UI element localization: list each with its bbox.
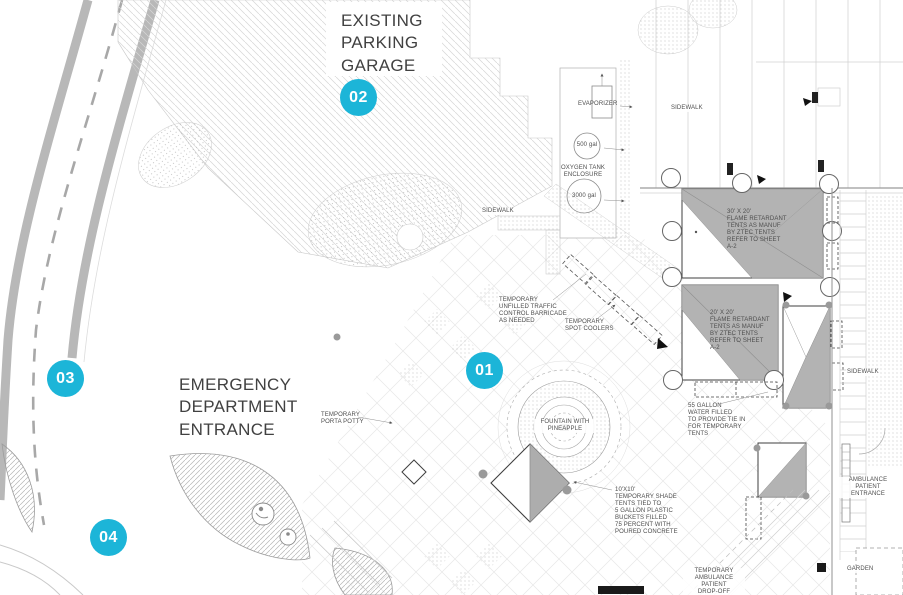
label-sidewalk-top: SIDEWALK (670, 105, 704, 113)
small-diamond-marker (401, 459, 427, 485)
label-tent-20x20: 20' X 20' FLAME RETARDANT TENTS AS MANUF… (710, 310, 770, 352)
label-evaporizer: EVAPORIZER (578, 101, 618, 107)
label-spot-coolers: TEMPORARY SPOT COOLERS (565, 319, 614, 333)
tent-20x20 (681, 284, 779, 381)
plaza-stippled-pavers (398, 283, 528, 595)
shade-tent-diamond (490, 443, 570, 523)
label-porta-potty: TEMPORARY PORTA POTTY (321, 412, 364, 426)
tent-small (757, 442, 807, 498)
label-sidewalk-right: SIDEWALK (846, 369, 880, 377)
badge-03: 03 (47, 360, 84, 397)
label-3000-gal: 3000 gal (572, 193, 596, 199)
building-top-right (637, 0, 903, 194)
label-oxygen-tank-enclosure: OXYGEN TANK ENCLOSURE (560, 165, 606, 179)
label-55-gallon: 55 GALLON WATER FILLED TO PROVIDE TIE IN… (688, 403, 746, 438)
label-ambulance-entrance: AMBULANCE PATIENT ENTRANCE (837, 477, 899, 499)
bollard-icon (279, 528, 297, 546)
label-traffic-barricade: TEMPORARY UNFILLED TRAFFIC CONTROL BARRI… (499, 297, 567, 325)
tent-right (782, 305, 831, 409)
label-500-gal: 500 gal (576, 142, 598, 148)
walkway-lines (309, 520, 393, 593)
accessibility-icon (251, 502, 275, 526)
water-drums (661, 168, 842, 390)
walkway-bands (497, 183, 681, 349)
leader-lines (357, 105, 769, 491)
parking-garage-footprint (117, 0, 553, 269)
entry-planters (1, 443, 393, 595)
label-fountain: FOUNTAIN WITH PINEAPPLE (534, 419, 596, 434)
label-ambulance-drop-off: TEMPORARY AMBULANCE PATIENT DROP-OFF (683, 568, 745, 595)
label-shade-tents: 10'X10' TEMPORARY SHADE TENTS TIED TO 5 … (615, 487, 678, 536)
label-tent-30x20: 30' X 20' FLAME RETARDANT TENTS AS MANUF… (727, 209, 787, 251)
heading-emergency-department-entrance: EMERGENCY DEPARTMENT ENTRANCE (179, 375, 298, 439)
label-garden: GARDEN (846, 566, 875, 574)
tents (401, 188, 831, 523)
tent-30x20 (681, 188, 824, 279)
scale-bar (598, 586, 644, 594)
door-swing-arc (858, 427, 886, 455)
heading-existing-parking-garage: EXISTING PARKING GARAGE (341, 11, 423, 75)
badge-01: 01 (466, 352, 503, 389)
badge-04: 04 (90, 519, 127, 556)
label-sidewalk-mid: SIDEWALK (481, 208, 515, 216)
bucket-dots (333, 301, 833, 500)
badge-02: 02 (340, 79, 377, 116)
